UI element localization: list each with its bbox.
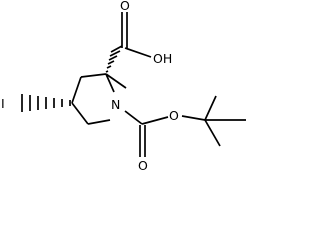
boc-ester-oxygen-label: O: [169, 108, 179, 123]
pyrrolidine-ring: [71, 73, 127, 125]
ring-nitrogen-label: N: [111, 97, 120, 112]
bond-c3-c4: [71, 76, 82, 104]
boc-o-tbu-bond: [181, 115, 206, 121]
bond-c2-c3: [80, 73, 107, 78]
boc-carbonyl-oxygen-label: O: [138, 158, 148, 173]
acid-c-oh-bond: [124, 47, 152, 58]
tbu-methyl-up: [204, 95, 217, 121]
structural-formula: O OH I N O O: [1, 0, 246, 173]
tbu-methyl-down: [204, 119, 221, 147]
boc-group: O O: [124, 95, 246, 173]
iodo-substituent: I: [1, 94, 71, 112]
acid-carbonyl-oxygen-label: O: [120, 0, 130, 13]
stereo-hash-bond-c2: [105, 45, 123, 73]
bond-c4-c5: [71, 102, 89, 125]
acid-hydroxyl-label: OH: [153, 51, 172, 66]
bond-c5-n1: [87, 119, 111, 125]
bond-n1-c2: [105, 73, 127, 89]
iodine-label: I: [1, 96, 5, 111]
bond-n1-boc-carbonyl: [124, 110, 143, 125]
carboxylic-acid-group: O OH: [120, 0, 172, 66]
boc-c-o-ester-bond: [141, 116, 169, 125]
bond-c2-n1: [105, 73, 115, 93]
